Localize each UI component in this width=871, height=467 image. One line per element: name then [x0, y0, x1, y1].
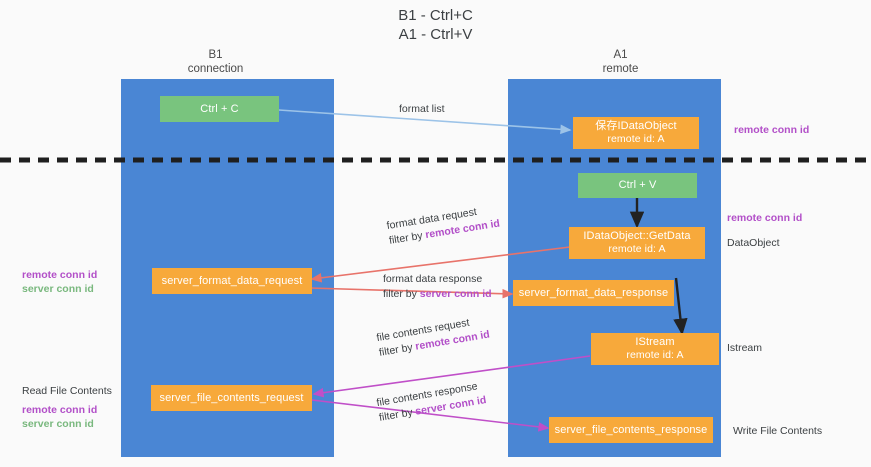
node-store-idataobject-title: 保存IDataObject [595, 120, 677, 132]
node-idataobject-getdata[interactable]: IDataObject::GetData remote id: A [569, 227, 705, 259]
annotation-dataobject-text: DataObject [727, 237, 780, 249]
edge-label-format-list: format list [399, 102, 445, 117]
node-ctrl-c-label: Ctrl + C [200, 102, 239, 115]
annotation-read-file-contents-text: Read File Contents [22, 385, 112, 397]
annotation-right-top-text: remote conn id [734, 124, 810, 136]
annotation-right-mid: remote conn id [727, 211, 802, 225]
filter-key-server-conn-id: server conn id [419, 288, 492, 300]
annotation-left-read-remote: remote conn id [22, 404, 98, 416]
node-server-format-data-request[interactable]: server_format_data_request [152, 268, 312, 294]
annotation-right-mid-text: remote conn id [727, 212, 803, 224]
title-line-1: B1 - Ctrl+C [398, 7, 473, 24]
node-server-format-data-request-label: server_format_data_request [161, 274, 303, 287]
annotation-istream: Istream [727, 341, 762, 355]
node-istream-title: IStream [635, 336, 675, 348]
column-header-b1: B1 connection [158, 48, 273, 76]
edge-label-format-data-response: format data response filter by server co… [383, 272, 492, 302]
column-header-a1-name: A1 [613, 49, 628, 61]
annotation-left-read-keys: remote conn id server conn id [22, 403, 97, 431]
edge-label-format-data-response-text: format data response [383, 273, 483, 285]
node-server-format-data-response-label: server_format_data_response [518, 286, 669, 299]
node-ctrl-c[interactable]: Ctrl + C [160, 96, 279, 122]
annotation-left-mid: remote conn id server conn id [22, 268, 97, 296]
annotation-left-mid-remote: remote conn id [22, 269, 98, 281]
edge-label-format-data-request: format data request filter by remote con… [386, 202, 501, 249]
column-header-b1-sub: connection [187, 63, 244, 75]
edge-label-file-contents-request: file contents request filter by remote c… [376, 313, 491, 361]
edge-label-format-list-text: format list [399, 103, 445, 115]
node-store-idataobject-subtitle: remote id: A [607, 133, 665, 145]
node-server-file-contents-request[interactable]: server_file_contents_request [151, 385, 312, 411]
node-server-file-contents-response-label: server_file_contents_response [554, 423, 708, 436]
annotation-right-top: remote conn id [734, 123, 809, 137]
node-server-file-contents-response[interactable]: server_file_contents_response [549, 417, 713, 443]
page-title: B1 - Ctrl+C A1 - Ctrl+V [0, 6, 871, 44]
node-idataobject-getdata-subtitle: remote id: A [608, 243, 666, 255]
node-server-file-contents-request-label: server_file_contents_request [159, 391, 304, 404]
title-line-2: A1 - Ctrl+V [398, 26, 473, 43]
annotation-istream-text: Istream [727, 342, 763, 354]
column-header-b1-name: B1 [208, 49, 223, 61]
column-header-a1-sub: remote [602, 63, 639, 75]
column-header-a1: A1 remote [563, 48, 678, 76]
node-store-idataobject[interactable]: 保存IDataObject remote id: A [573, 117, 699, 149]
filter-prefix: filter by [383, 288, 420, 300]
annotation-write-file-contents: Write File Contents [733, 424, 822, 438]
node-istream[interactable]: IStream remote id: A [591, 333, 719, 365]
node-ctrl-v-label: Ctrl + V [618, 179, 657, 191]
node-ctrl-v[interactable]: Ctrl + V [578, 173, 697, 198]
edge-label-file-contents-response: file contents response filter by server … [376, 378, 488, 426]
annotation-dataobject: DataObject [727, 236, 780, 250]
node-idataobject-getdata-title: IDataObject::GetData [583, 230, 691, 242]
annotation-left-mid-server: server conn id [22, 283, 94, 295]
annotation-read-file-contents: Read File Contents [22, 384, 112, 398]
annotation-left-read-server: server conn id [22, 418, 94, 430]
annotation-write-file-contents-text: Write File Contents [733, 425, 823, 437]
node-server-format-data-response[interactable]: server_format_data_response [513, 280, 674, 306]
edge-label-format-data-response-filter: filter by server conn id [383, 287, 492, 302]
node-istream-subtitle: remote id: A [626, 349, 684, 361]
